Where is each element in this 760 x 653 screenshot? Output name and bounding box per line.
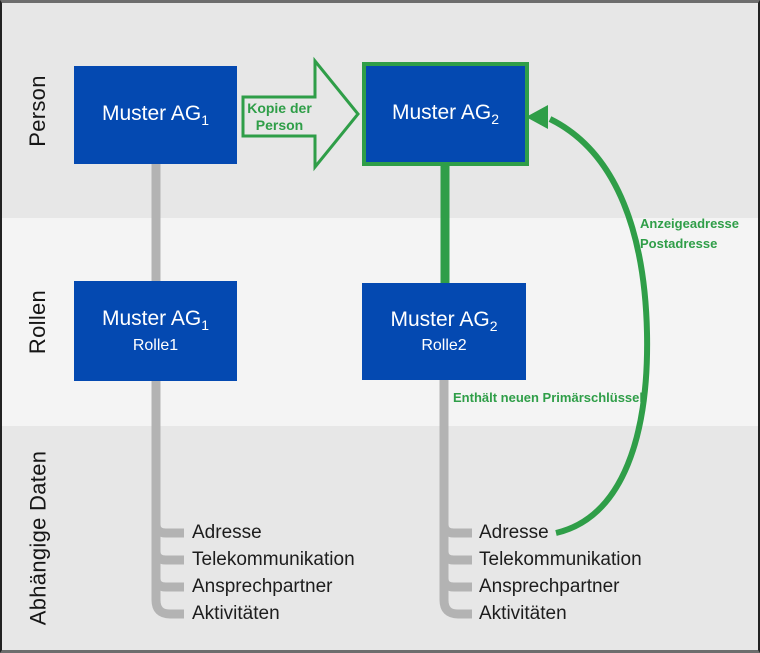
box-title-subscript: 2	[491, 110, 499, 127]
box-title-text: Muster AG	[392, 100, 492, 124]
box-muster-ag1-person: Muster AG1	[74, 66, 237, 164]
box-title: Muster AG1	[102, 102, 209, 129]
box-muster-ag2-rolle2: Muster AG2 Rolle2	[362, 283, 526, 380]
row-label-person-col: Person	[12, 3, 64, 218]
row-label-dependent-data: Abhängige Daten	[25, 450, 50, 626]
address-note-line2: Postadresse	[640, 236, 718, 251]
box-title-text: Muster AG	[102, 101, 202, 125]
row-label-person: Person	[25, 74, 51, 147]
band-dependent-data	[2, 426, 758, 650]
dependent-item-right-ansprechpartner: Ansprechpartner	[479, 576, 620, 597]
copy-label-line2: Person	[255, 116, 304, 133]
dependent-item-left-aktivitaeten: Aktivitäten	[192, 603, 280, 624]
copy-label-line1: Kopie der	[247, 100, 312, 117]
dependent-item-right-telekommunikation: Telekommunikation	[479, 549, 642, 570]
box-title-text: Muster AG	[390, 307, 490, 331]
address-note-line1: Anzeigeadresse	[640, 216, 739, 231]
box-title-text: Muster AG	[102, 307, 202, 331]
box-title: Muster AG2	[391, 308, 498, 335]
box-role-label: Rolle1	[132, 336, 179, 354]
dependent-item-right-adresse: Adresse	[479, 522, 549, 543]
dependent-item-left-adresse: Adresse	[192, 522, 262, 543]
dependent-item-left-telekommunikation: Telekommunikation	[192, 549, 355, 570]
row-label-dependent-data-col: Abhängige Daten	[12, 426, 64, 650]
box-title-subscript: 1	[201, 317, 209, 334]
copy-person-arrow-label: Kopie der Person	[242, 97, 317, 136]
box-muster-ag2-person: Muster AG2	[362, 62, 529, 166]
box-title: Muster AG1	[102, 307, 209, 334]
box-muster-ag1-rolle1: Muster AG1 Rolle1	[74, 281, 237, 381]
row-label-rollen-col: Rollen	[12, 218, 64, 426]
dependent-item-left-ansprechpartner: Ansprechpartner	[192, 576, 333, 597]
box-role-label: Rolle2	[421, 337, 467, 355]
box-title: Muster AG2	[392, 101, 499, 128]
primary-key-note: Enthält neuen Primärschlüssel	[453, 390, 644, 405]
row-label-rollen: Rollen	[25, 289, 51, 355]
address-note: Anzeigeadresse Postadresse	[640, 214, 739, 254]
box-title-subscript: 2	[489, 317, 498, 334]
dependent-item-right-aktivitaeten: Aktivitäten	[479, 603, 567, 624]
box-title-subscript: 1	[201, 111, 209, 128]
